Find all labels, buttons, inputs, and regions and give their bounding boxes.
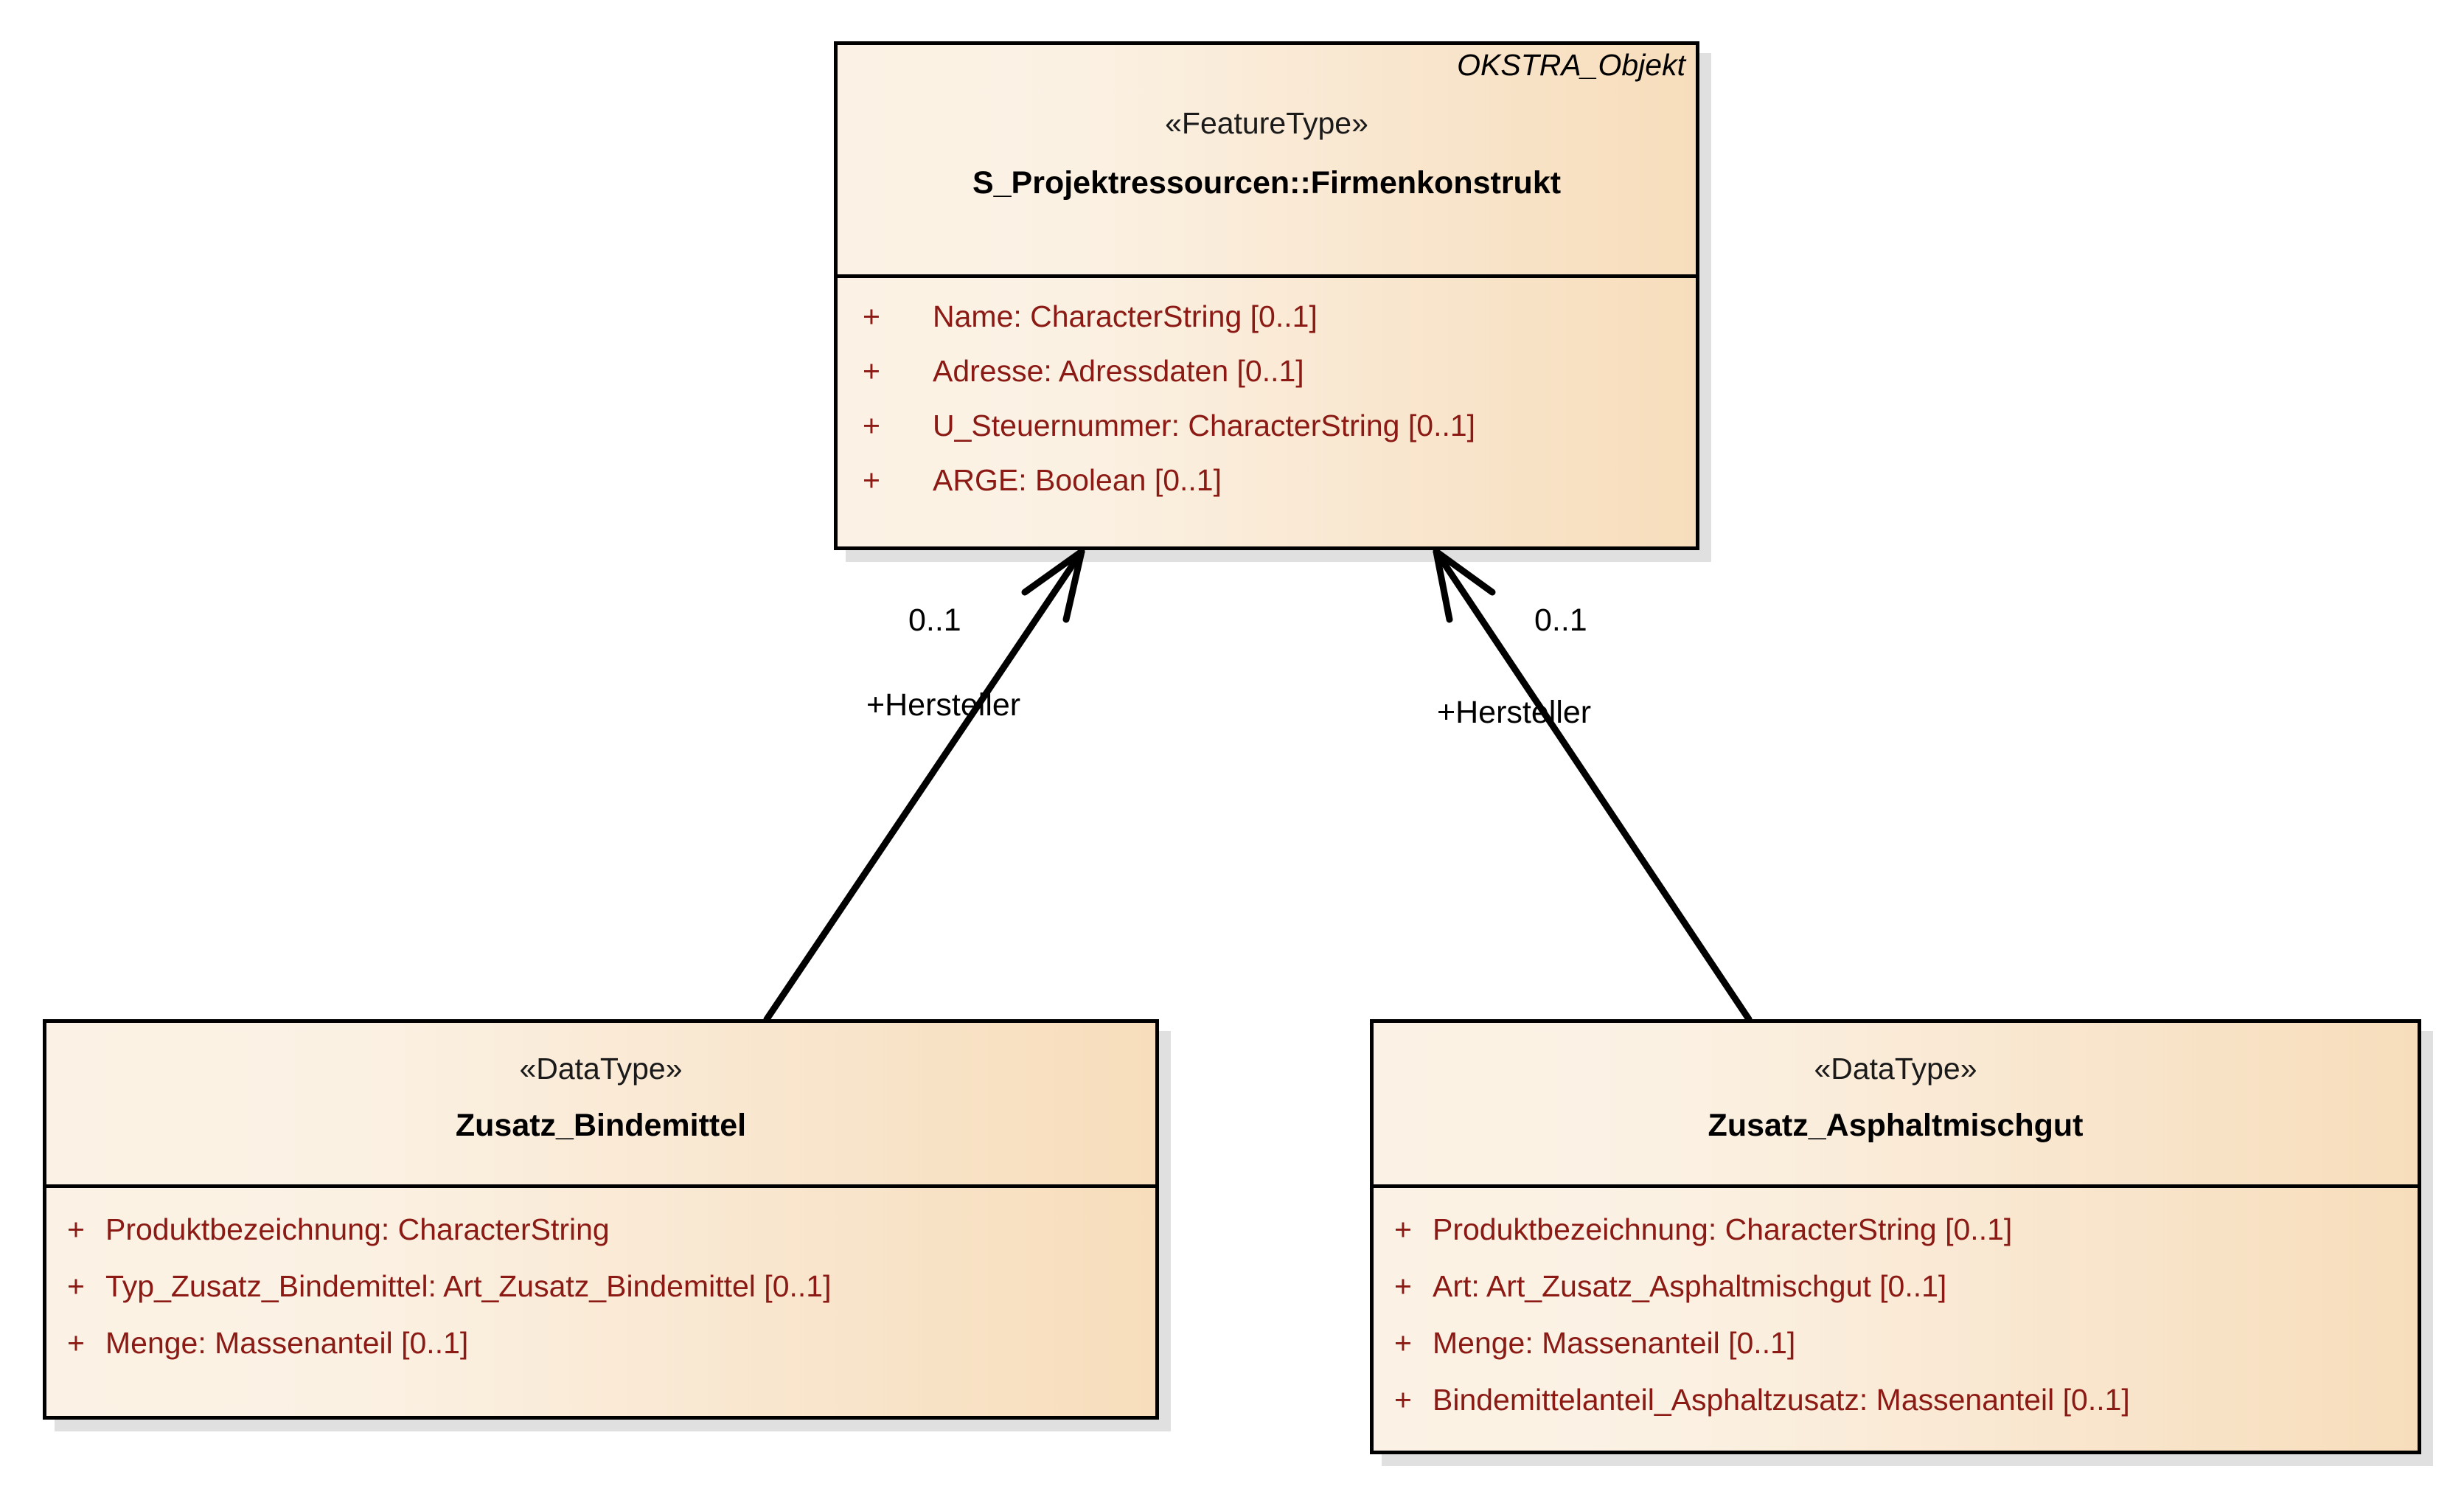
association-role-right: +Hersteller xyxy=(1437,695,1592,730)
visibility-marker: + xyxy=(67,1326,85,1360)
visibility-marker: + xyxy=(67,1269,85,1303)
attribute-text: Produktbezeichnung: CharacterString [0..… xyxy=(1433,1212,2013,1246)
class-box-zusatz-bindemittel[interactable]: «DataType» Zusatz_Bindemittel + Produktb… xyxy=(43,1019,1159,1420)
visibility-marker: + xyxy=(863,463,880,497)
attribute-row: + Produktbezeichnung: CharacterString [0… xyxy=(1394,1215,2418,1245)
attribute-row: + Typ_Zusatz_Bindemittel: Art_Zusatz_Bin… xyxy=(67,1271,1155,1302)
class-name-label: Zusatz_Bindemittel xyxy=(455,1108,747,1143)
stereotype-label: «FeatureType» xyxy=(1165,106,1368,140)
class-name-label: S_Projektressourcen::Firmenkonstrukt xyxy=(972,165,1562,201)
attribute-text: U_Steuernummer: CharacterString [0..1] xyxy=(933,409,1476,442)
attribute-text: Name: CharacterString [0..1] xyxy=(933,299,1318,333)
attribute-text: Typ_Zusatz_Bindemittel: Art_Zusatz_Binde… xyxy=(105,1269,832,1303)
attribute-text: Art: Art_Zusatz_Asphaltmischgut [0..1] xyxy=(1433,1269,1947,1303)
association-role-left: +Hersteller xyxy=(866,687,1021,723)
attribute-text: Adresse: Adressdaten [0..1] xyxy=(933,354,1304,388)
stereotype-label: «DataType» xyxy=(519,1052,683,1086)
attribute-list-firmenkonstrukt: + Name: CharacterString [0..1] + Adresse… xyxy=(838,278,1696,496)
attribute-row: + Bindemittelanteil_Asphaltzusatz: Masse… xyxy=(1394,1385,2418,1415)
visibility-marker: + xyxy=(863,299,880,333)
visibility-marker: + xyxy=(1394,1383,1412,1417)
attribute-row: + Produktbezeichnung: CharacterString xyxy=(67,1215,1155,1245)
attribute-text: ARGE: Boolean [0..1] xyxy=(933,463,1222,497)
attribute-row: + Adresse: Adressdaten [0..1] xyxy=(863,356,1696,386)
attribute-row: + U_Steuernummer: CharacterString [0..1] xyxy=(863,411,1696,441)
class-box-firmenkonstrukt[interactable]: OKSTRA_Objekt «FeatureType» S_Projektres… xyxy=(834,41,1699,550)
attribute-list-zusatz-bindemittel: + Produktbezeichnung: CharacterString + … xyxy=(46,1188,1155,1358)
visibility-marker: + xyxy=(863,409,880,442)
visibility-marker: + xyxy=(67,1212,85,1246)
visibility-marker: + xyxy=(1394,1269,1412,1303)
attribute-text: Produktbezeichnung: CharacterString xyxy=(105,1212,610,1246)
class-box-zusatz-asphaltmischgut[interactable]: «DataType» Zusatz_Asphaltmischgut + Prod… xyxy=(1370,1019,2421,1454)
attribute-list-zusatz-asphaltmischgut: + Produktbezeichnung: CharacterString [0… xyxy=(1374,1188,2418,1415)
class-header-zusatz-bindemittel: «DataType» Zusatz_Bindemittel xyxy=(46,1023,1155,1188)
visibility-marker: + xyxy=(863,354,880,388)
association-line-asphaltmischgut xyxy=(1433,548,1753,1023)
attribute-row: + ARGE: Boolean [0..1] xyxy=(863,465,1696,496)
attribute-text: Bindemittelanteil_Asphaltzusatz: Massena… xyxy=(1433,1383,2130,1417)
visibility-marker: + xyxy=(1394,1212,1412,1246)
qualified-name-label: OKSTRA_Objekt xyxy=(1457,48,1685,82)
visibility-marker: + xyxy=(1394,1326,1412,1360)
attribute-text: Menge: Massenanteil [0..1] xyxy=(105,1326,469,1360)
attribute-row: + Art: Art_Zusatz_Asphaltmischgut [0..1] xyxy=(1394,1271,2418,1302)
attribute-text: Menge: Massenanteil [0..1] xyxy=(1433,1326,1796,1360)
class-header-firmenkonstrukt: OKSTRA_Objekt «FeatureType» S_Projektres… xyxy=(838,45,1696,278)
attribute-row: + Name: CharacterString [0..1] xyxy=(863,302,1696,332)
class-header-zusatz-asphaltmischgut: «DataType» Zusatz_Asphaltmischgut xyxy=(1374,1023,2418,1188)
attribute-row: + Menge: Massenanteil [0..1] xyxy=(1394,1328,2418,1358)
attribute-row: + Menge: Massenanteil [0..1] xyxy=(67,1328,1155,1358)
class-name-label: Zusatz_Asphaltmischgut xyxy=(1708,1108,2084,1143)
stereotype-label: «DataType» xyxy=(1814,1052,1977,1086)
association-multiplicity-left: 0..1 xyxy=(908,603,961,638)
association-multiplicity-right: 0..1 xyxy=(1534,603,1587,638)
